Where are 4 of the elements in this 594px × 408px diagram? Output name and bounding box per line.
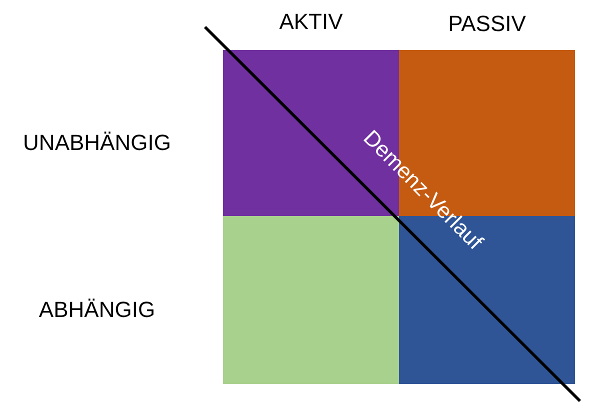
row-header: ABHÄNGIG [38, 297, 156, 323]
column-header: AKTIV [279, 9, 343, 35]
column-header: PASSIV [448, 11, 526, 37]
row-header: UNABHÄNGIG [23, 130, 171, 156]
